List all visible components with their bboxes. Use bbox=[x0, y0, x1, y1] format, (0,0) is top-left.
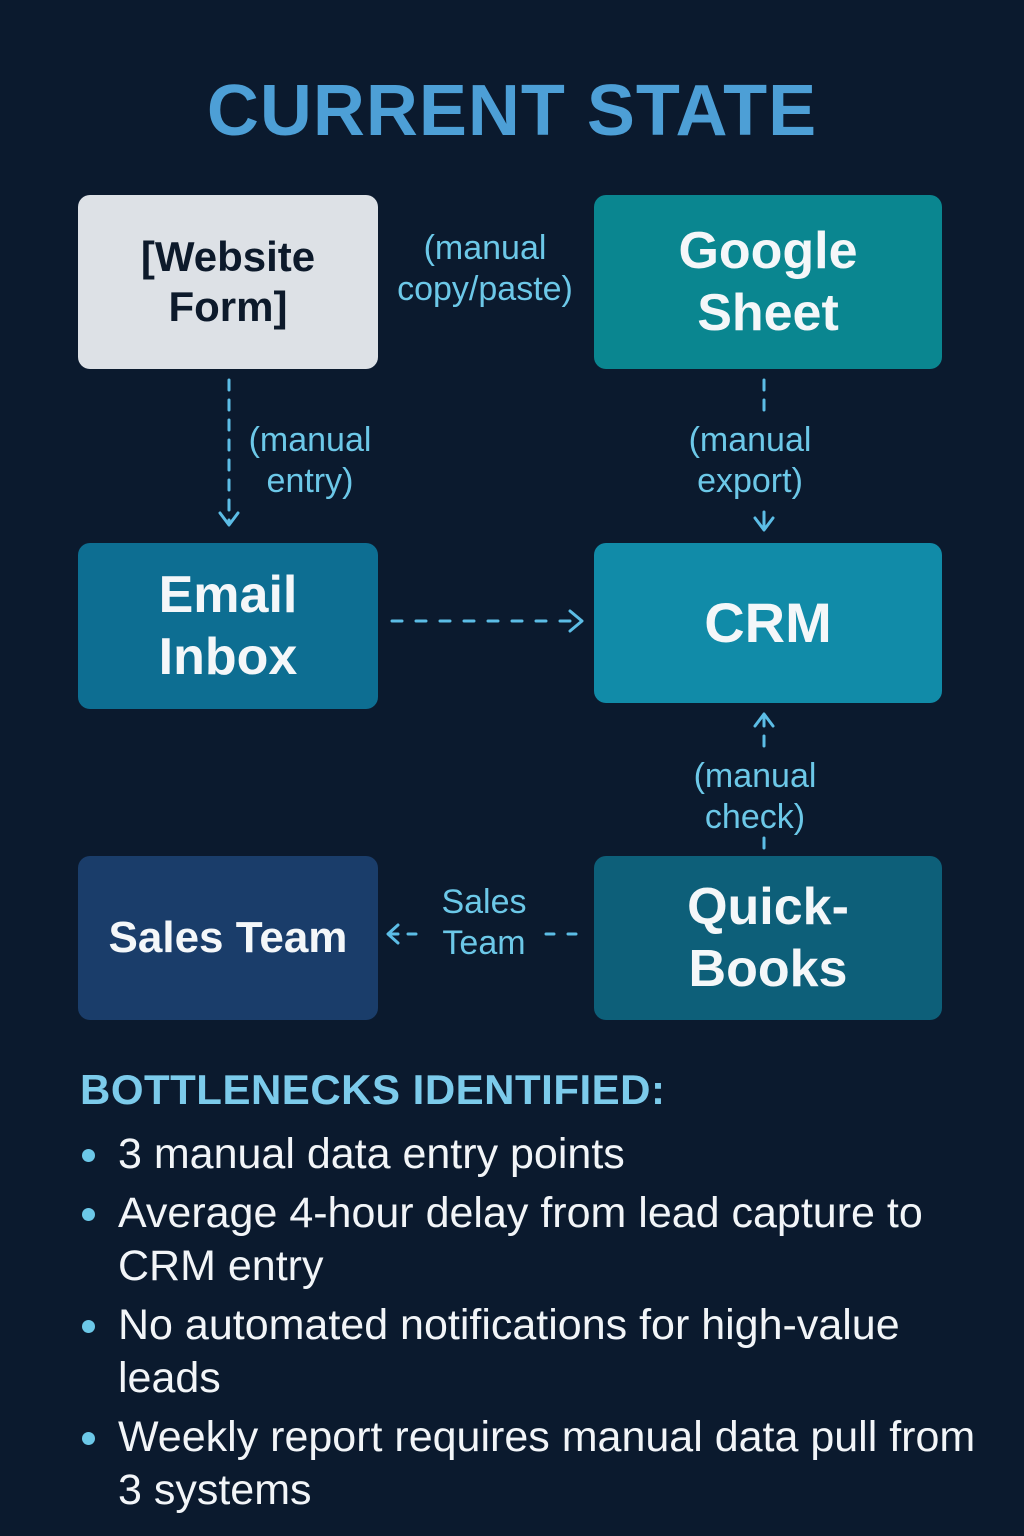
edge-label-copy-paste: (manual copy/paste) bbox=[397, 229, 573, 308]
edge-label-manual-check: (manual check) bbox=[693, 757, 817, 836]
edge-label-manual-export: (manual export) bbox=[688, 421, 812, 500]
node-label: Email Inbox bbox=[158, 565, 298, 686]
node-label: [Website Form] bbox=[140, 232, 316, 330]
list-item: No automated notifications for high-valu… bbox=[80, 1299, 980, 1405]
list-item: Weekly report requires manual data pull … bbox=[80, 1411, 980, 1517]
node-quickbooks: Quick- Books bbox=[594, 856, 942, 1020]
bottlenecks-list: 3 manual data entry points Average 4-hou… bbox=[80, 1128, 980, 1523]
bottlenecks-heading: BOTTLENECKS IDENTIFIED: bbox=[80, 1066, 666, 1113]
bullet-icon bbox=[82, 1432, 95, 1445]
node-label: CRM bbox=[704, 591, 832, 655]
list-item: Average 4-hour delay from lead capture t… bbox=[80, 1187, 980, 1293]
node-label: Google Sheet bbox=[678, 221, 858, 342]
node-label: Quick- Books bbox=[687, 877, 849, 998]
node-email-inbox: Email Inbox bbox=[78, 543, 378, 709]
bullet-icon bbox=[82, 1149, 95, 1162]
node-crm: CRM bbox=[594, 543, 942, 703]
node-sales-team: Sales Team bbox=[78, 856, 378, 1020]
bullet-icon bbox=[82, 1320, 95, 1333]
edge-label-sales-team: Sales Team bbox=[441, 883, 527, 962]
page-title: CURRENT STATE bbox=[206, 71, 818, 151]
edge-label-manual-entry: (manual entry) bbox=[248, 421, 372, 500]
node-website-form: [Website Form] bbox=[78, 195, 378, 369]
node-google-sheet: Google Sheet bbox=[594, 195, 942, 369]
bullet-icon bbox=[82, 1208, 95, 1221]
node-label: Sales Team bbox=[108, 912, 348, 962]
list-item: 3 manual data entry points bbox=[80, 1128, 980, 1181]
